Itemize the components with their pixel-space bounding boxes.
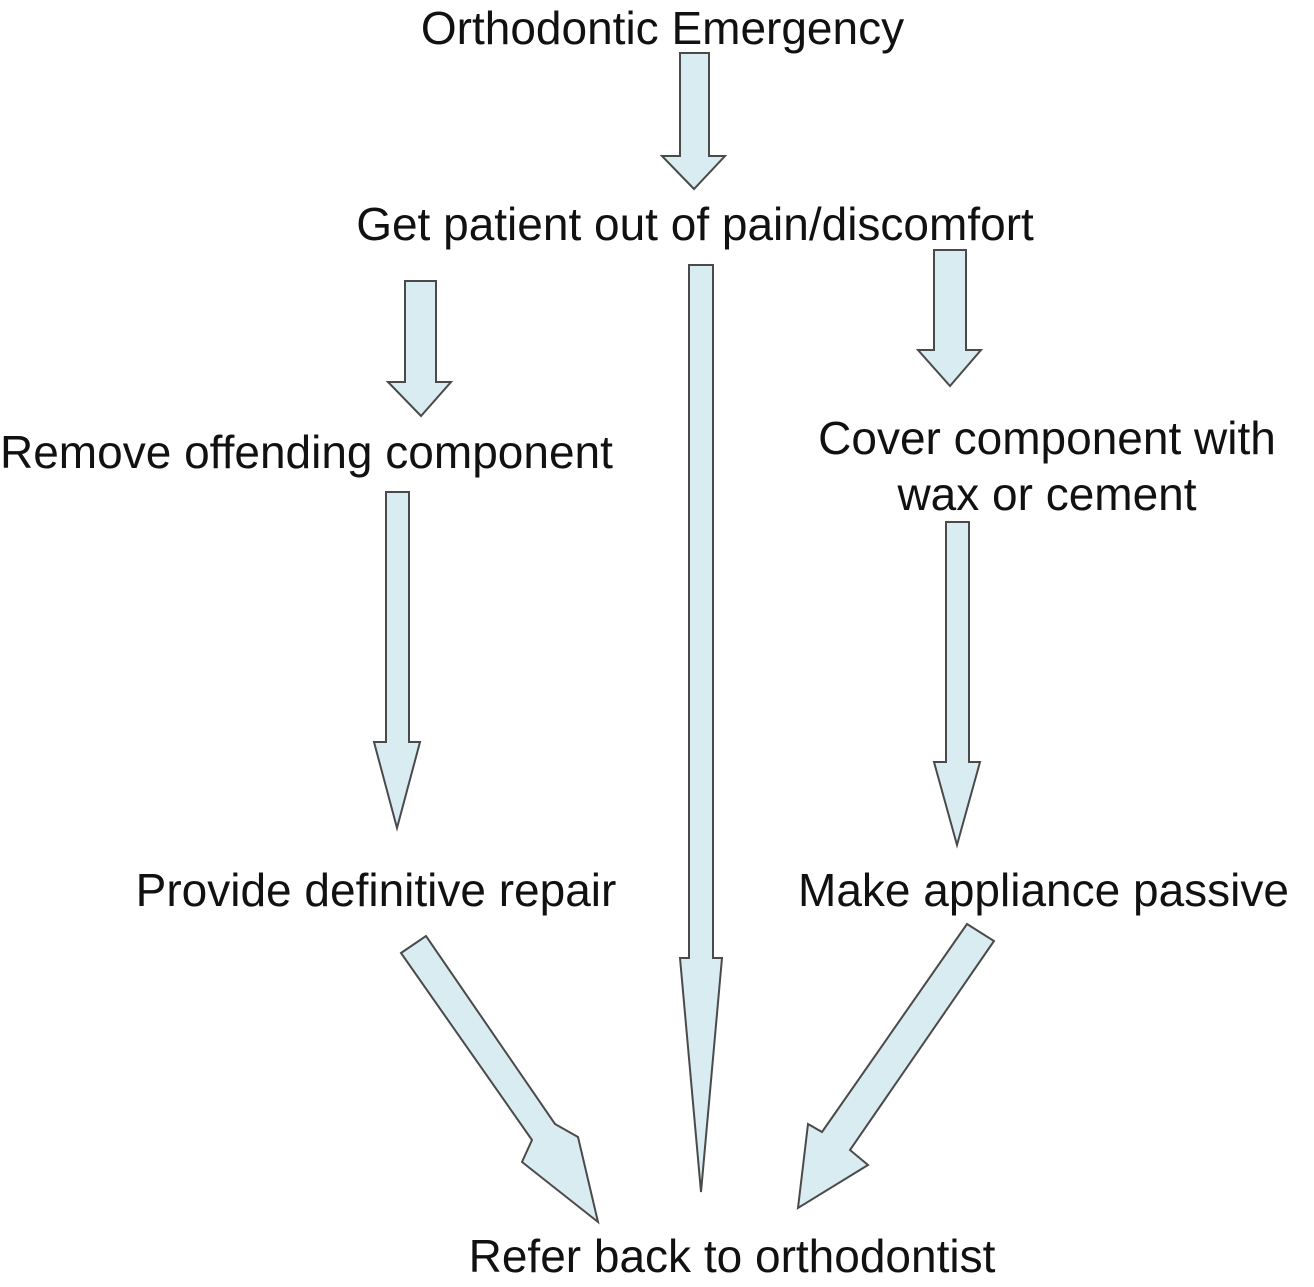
node-label: Orthodontic Emergency <box>420 2 905 54</box>
node-label: Provide definitive repair <box>135 864 617 916</box>
node-get-patient-out-of-pain: Get patient out of pain/discomfort <box>335 196 1055 252</box>
arrow-pain-to-cover <box>915 249 984 388</box>
node-label-line-1: Cover component with <box>818 412 1276 464</box>
node-make-appliance-passive: Make appliance passive <box>798 862 1314 918</box>
node-provide-definitive-repair: Provide definitive repair <box>120 862 632 918</box>
arrow-cover-to-passive <box>932 521 982 849</box>
node-cover-component: Cover component with wax or cement <box>800 410 1294 522</box>
arrow-passive-to-refer <box>796 922 996 1210</box>
node-label: Make appliance passive <box>798 864 1289 916</box>
node-label-line-2: wax or cement <box>897 468 1197 520</box>
arrow-pain-to-remove <box>385 280 454 418</box>
arrow-pain-to-refer <box>678 264 724 1193</box>
node-refer-back-to-orthodontist: Refer back to orthodontist <box>450 1228 1014 1284</box>
node-label: Get patient out of pain/discomfort <box>356 198 1034 250</box>
arrow-remove-to-repair <box>372 491 422 832</box>
node-label: Refer back to orthodontist <box>468 1230 996 1282</box>
arrow-emergency-to-pain <box>659 52 728 191</box>
node-label: Remove offending component <box>0 426 613 478</box>
node-remove-offending-component: Remove offending component <box>0 424 642 480</box>
node-orthodontic-emergency: Orthodontic Emergency <box>405 0 920 56</box>
arrow-repair-to-refer <box>399 934 600 1225</box>
